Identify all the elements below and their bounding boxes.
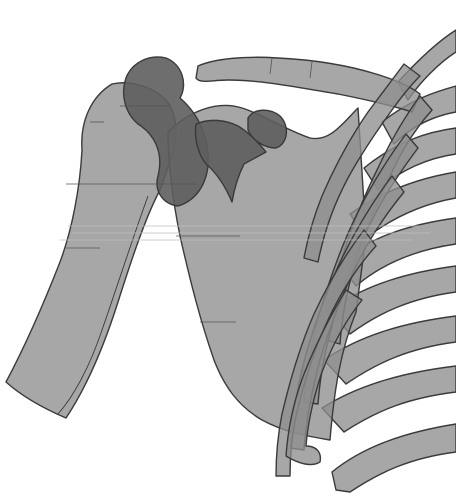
rib-9 [332,424,456,492]
